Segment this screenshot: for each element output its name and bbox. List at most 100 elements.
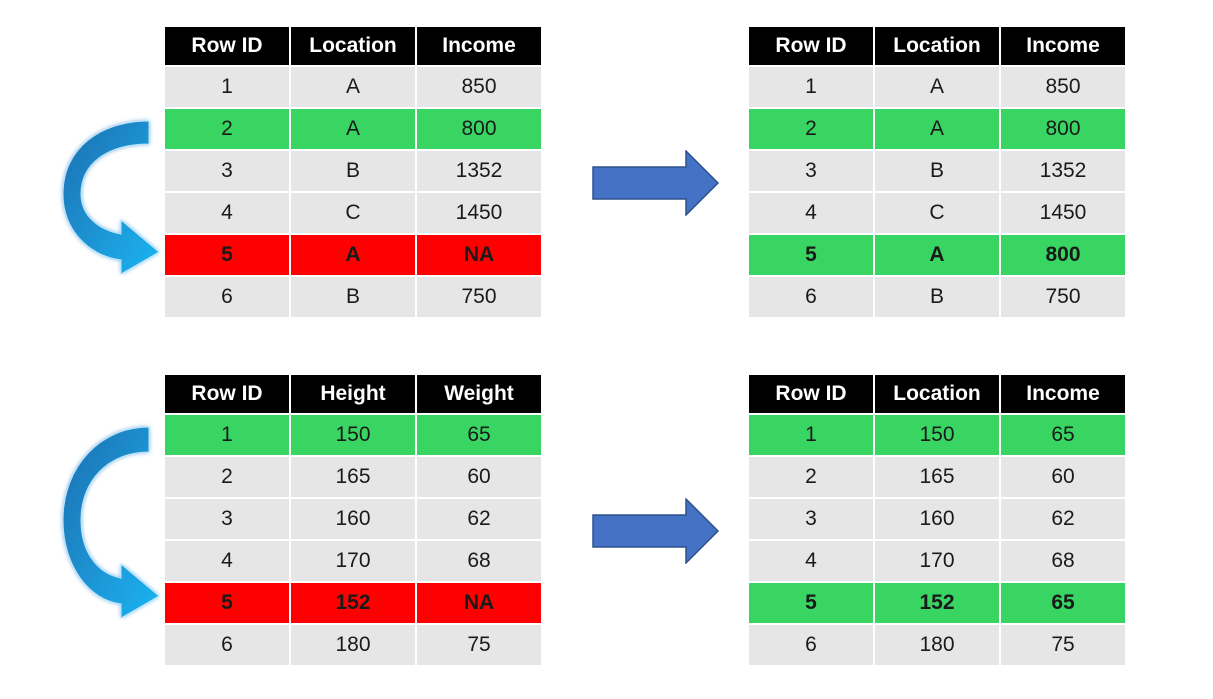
table-cell: A: [291, 235, 417, 277]
table-cell: 5: [165, 583, 291, 625]
table-cell: A: [875, 235, 1001, 277]
column-header: Location: [291, 27, 417, 67]
table-cell: 1: [165, 415, 291, 457]
curved-arrow-icon: [62, 120, 160, 275]
table-cell: C: [291, 193, 417, 235]
table-cell: 2: [165, 109, 291, 151]
table-cell: 180: [875, 625, 1001, 667]
right-arrow-icon: [592, 150, 720, 216]
column-header: Weight: [417, 375, 541, 415]
table-cell: 65: [1001, 583, 1125, 625]
table-cell: 1: [749, 415, 875, 457]
table-cell: 1352: [417, 151, 541, 193]
table-cell: 60: [1001, 457, 1125, 499]
table-cell: 65: [417, 415, 541, 457]
table-cell: 4: [165, 541, 291, 583]
table-cell: 850: [1001, 67, 1125, 109]
table-cell: B: [291, 277, 417, 319]
table-cell: 62: [1001, 499, 1125, 541]
table-cell: 65: [1001, 415, 1125, 457]
table-cell: 3: [749, 151, 875, 193]
column-header: Income: [417, 27, 541, 67]
table-cell: C: [875, 193, 1001, 235]
table-cell: 4: [749, 193, 875, 235]
table-cell: 4: [749, 541, 875, 583]
table-cell: 1352: [1001, 151, 1125, 193]
table-cell: B: [875, 151, 1001, 193]
table-cell: 170: [291, 541, 417, 583]
table-cell: 5: [749, 583, 875, 625]
table-cell: NA: [417, 583, 541, 625]
table-cell: A: [291, 109, 417, 151]
table-cell: 150: [875, 415, 1001, 457]
table-cell: 160: [875, 499, 1001, 541]
table-cell: 2: [749, 457, 875, 499]
table-cell: 75: [417, 625, 541, 667]
table-cell: 4: [165, 193, 291, 235]
table-cell: 3: [165, 151, 291, 193]
table-cell: 3: [749, 499, 875, 541]
table-cell: 1450: [1001, 193, 1125, 235]
table-cell: 800: [417, 109, 541, 151]
table-cell: 68: [417, 541, 541, 583]
table-cell: 800: [1001, 235, 1125, 277]
table-cell: 750: [1001, 277, 1125, 319]
table-cell: 6: [165, 625, 291, 667]
column-header: Row ID: [749, 375, 875, 415]
table-cell: NA: [417, 235, 541, 277]
table-cell: 5: [165, 235, 291, 277]
column-header: Location: [875, 375, 1001, 415]
table-cell: 6: [749, 277, 875, 319]
table-cell: 850: [417, 67, 541, 109]
table-cell: 180: [291, 625, 417, 667]
column-header: Row ID: [165, 27, 291, 67]
table-cell: 150: [291, 415, 417, 457]
table-cell: B: [875, 277, 1001, 319]
table-cell: 1450: [417, 193, 541, 235]
column-header: Height: [291, 375, 417, 415]
table-cell: 60: [417, 457, 541, 499]
table-cell: 165: [291, 457, 417, 499]
table-cell: 1: [749, 67, 875, 109]
table-cell: 152: [291, 583, 417, 625]
column-header: Row ID: [165, 375, 291, 415]
column-header: Row ID: [749, 27, 875, 67]
table-cell: 3: [165, 499, 291, 541]
table-cell: 750: [417, 277, 541, 319]
table-cell: 75: [1001, 625, 1125, 667]
table-cell: 152: [875, 583, 1001, 625]
column-header: Income: [1001, 27, 1125, 67]
table-cell: 2: [749, 109, 875, 151]
table-cell: 5: [749, 235, 875, 277]
table-cell: 165: [875, 457, 1001, 499]
table-cell: 1: [165, 67, 291, 109]
table-cell: 6: [165, 277, 291, 319]
table-cell: 6: [749, 625, 875, 667]
table-cell: A: [875, 109, 1001, 151]
table-cell: 170: [875, 541, 1001, 583]
